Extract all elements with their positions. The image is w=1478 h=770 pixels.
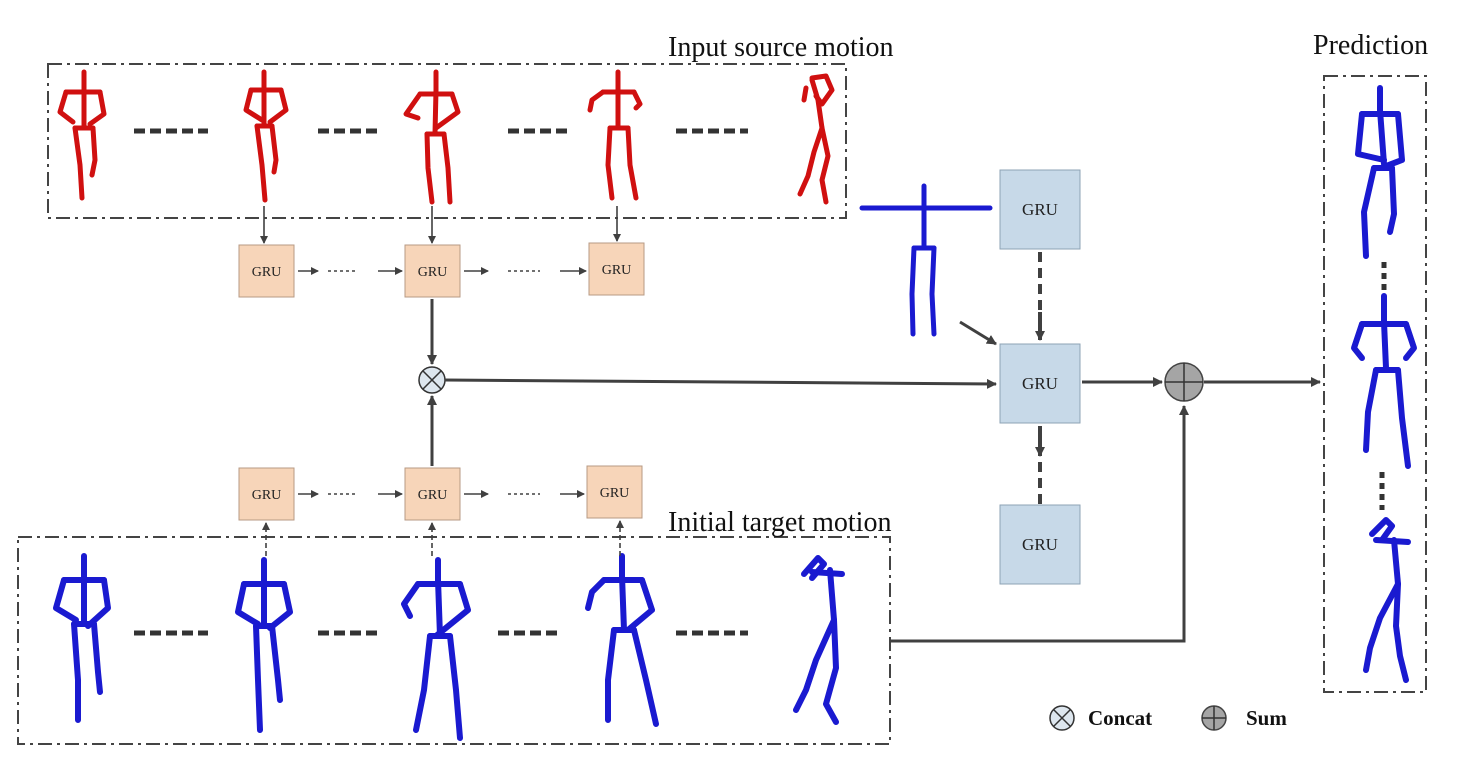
legend-sum-label: Sum <box>1246 706 1287 730</box>
prediction-label: Prediction <box>1313 30 1428 61</box>
gru-label: GRU <box>1022 374 1058 393</box>
gru-label: GRU <box>1022 535 1058 554</box>
target-skeleton-5 <box>793 555 845 725</box>
decoder-gru-bottom: GRU <box>999 504 1081 585</box>
target-skeleton-2 <box>235 557 293 733</box>
legend-concat-label: Concat <box>1088 706 1152 730</box>
target-skeleton-4 <box>585 553 659 727</box>
source-encoder-gru-3: GRU <box>588 242 645 296</box>
t-pose-skeleton <box>859 183 993 337</box>
prediction-skeleton-2 <box>1351 293 1417 469</box>
prediction-skeleton-3 <box>1363 517 1411 683</box>
source-skeleton-2 <box>243 69 289 203</box>
gru-label: GRU <box>418 265 448 280</box>
source-skeleton-3 <box>403 69 461 205</box>
initial-target-motion-box <box>17 536 891 745</box>
gru-label: GRU <box>600 486 630 501</box>
gru-label: GRU <box>1022 200 1058 219</box>
prediction-skeleton-1 <box>1355 85 1405 259</box>
input-source-motion-box <box>47 63 847 219</box>
input-source-motion-label: Input source motion <box>668 32 894 63</box>
target-skeleton-3 <box>401 557 471 741</box>
gru-label: GRU <box>418 488 448 503</box>
residual-connection <box>890 405 1189 643</box>
prediction-box <box>1323 75 1427 693</box>
source-encoder-gru-1: GRU <box>238 244 295 298</box>
target-skeleton-1 <box>53 553 111 723</box>
decoder-gru-top: GRU <box>999 169 1081 250</box>
concat-to-decoder-arrow <box>444 378 997 389</box>
source-encoder-gru-2: GRU <box>404 244 461 298</box>
gru-label: GRU <box>252 265 282 280</box>
legend: Concat Sum <box>1049 705 1287 731</box>
target-encoder-gru-3: GRU <box>586 465 643 519</box>
decoder-gru-middle: GRU <box>999 343 1081 424</box>
sum-operator <box>1164 362 1204 402</box>
concat-operator <box>418 366 446 394</box>
target-encoder-gru-1: GRU <box>238 467 295 521</box>
gru-label: GRU <box>252 488 282 503</box>
concat-legend-icon <box>1049 705 1075 731</box>
encoder-arrows <box>260 206 624 556</box>
sum-legend-icon <box>1201 705 1227 731</box>
initial-target-motion-label: Initial target motion <box>668 507 891 538</box>
t-pose-to-decoder-arrow <box>959 320 997 346</box>
source-skeleton-4 <box>587 69 643 201</box>
source-skeleton-5 <box>797 73 835 205</box>
target-encoder-gru-2: GRU <box>404 467 461 521</box>
source-skeleton-1 <box>57 69 107 201</box>
gru-label: GRU <box>602 263 632 278</box>
prediction-ellipses <box>1379 262 1387 510</box>
